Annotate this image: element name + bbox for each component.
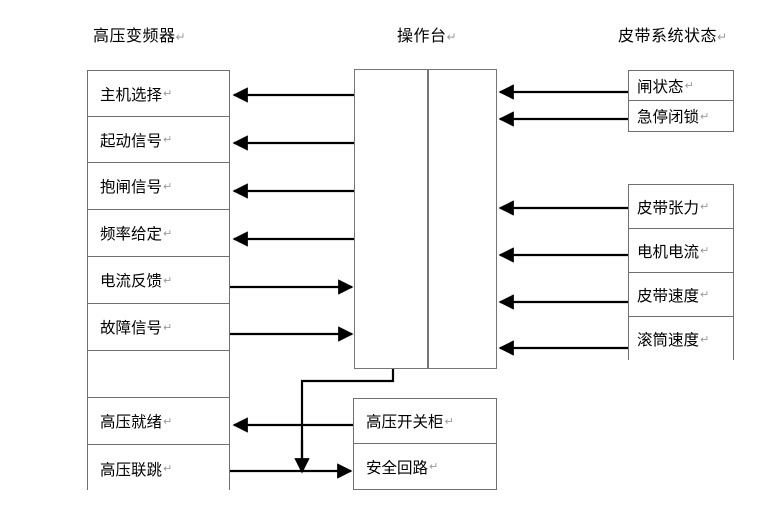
- switchgear-row-1[interactable]: 安全回路↵: [354, 444, 496, 489]
- paragraph-mark-icon: ↵: [163, 133, 173, 146]
- switchgear-row-1-label: 安全回路: [366, 458, 429, 477]
- paragraph-mark-icon: ↵: [163, 226, 173, 240]
- paragraph-mark-icon: ↵: [163, 414, 173, 428]
- console-box[interactable]: [354, 69, 497, 369]
- paragraph-mark-icon: ↵: [684, 79, 694, 92]
- left-row-5[interactable]: 故障信号↵: [88, 304, 229, 351]
- belt-status-row-0-label: 闸状态: [637, 77, 684, 96]
- belt-measure-row-1-label: 电机电流: [637, 242, 700, 261]
- paragraph-mark-icon: ↵: [163, 87, 173, 100]
- left-row-6-spacer: [88, 351, 229, 398]
- paragraph-mark-icon: ↵: [175, 30, 187, 44]
- left-group-title-text: 高压变频器: [93, 26, 176, 45]
- left-row-5-label: 故障信号: [100, 319, 163, 337]
- switchgear-row-0[interactable]: 高压开关柜↵: [354, 399, 496, 444]
- paragraph-mark-icon: ↵: [163, 462, 173, 475]
- belt-measure-row-1[interactable]: 电机电流↵: [629, 229, 733, 273]
- left-row-1[interactable]: 起动信号↵: [88, 117, 229, 163]
- paragraph-mark-icon: ↵: [429, 460, 439, 473]
- belt-measure-row-0[interactable]: 皮带张力↵: [629, 185, 733, 229]
- left-row-8-label: 高压联跳: [100, 460, 163, 479]
- paragraph-mark-icon: ↵: [700, 244, 710, 257]
- paragraph-mark-icon: ↵: [446, 30, 458, 44]
- belt-status-table: 闸状态↵ 急停闭锁↵: [628, 70, 734, 132]
- left-row-3-label: 频率给定: [100, 225, 163, 243]
- belt-status-row-1-label: 急停闭锁: [637, 108, 700, 126]
- left-row-0-label: 主机选择: [100, 85, 163, 104]
- console-divider: [427, 70, 429, 368]
- right-group-title: 皮带系统状态↵: [618, 22, 728, 46]
- switchgear-table: 高压开关柜↵ 安全回路↵: [353, 398, 497, 490]
- right-group-title-text: 皮带系统状态: [618, 26, 718, 45]
- belt-measure-row-2-label: 皮带速度: [637, 286, 700, 305]
- paragraph-mark-icon: ↵: [700, 288, 710, 301]
- left-row-7[interactable]: 高压就绪↵: [88, 398, 229, 445]
- paragraph-mark-icon: ↵: [700, 200, 710, 213]
- left-row-4[interactable]: 电流反馈↵: [88, 257, 229, 304]
- left-row-7-label: 高压就绪: [100, 413, 163, 431]
- paragraph-mark-icon: ↵: [700, 109, 710, 123]
- belt-measure-row-3[interactable]: 滚筒速度↵: [629, 317, 733, 361]
- paragraph-mark-icon: ↵: [163, 179, 173, 193]
- belt-status-row-1[interactable]: 急停闭锁↵: [629, 101, 733, 131]
- left-row-3[interactable]: 频率给定↵: [88, 210, 229, 257]
- center-group-title-text: 操作台: [397, 26, 447, 45]
- belt-measure-row-2[interactable]: 皮带速度↵: [629, 273, 733, 317]
- left-row-2-label: 抱闸信号: [100, 178, 163, 196]
- paragraph-mark-icon: ↵: [444, 414, 454, 428]
- paragraph-mark-icon: ↵: [163, 273, 173, 287]
- left-signal-table: 主机选择↵ 起动信号↵ 抱闸信号↵ 频率给定↵ 电流反馈↵ 故障信号↵ 高压就绪…: [87, 70, 230, 492]
- left-row-8[interactable]: 高压联跳↵: [88, 445, 229, 492]
- left-group-title: 高压变频器↵: [93, 22, 186, 46]
- belt-measure-row-0-label: 皮带张力: [637, 198, 700, 217]
- left-row-1-label: 起动信号: [100, 131, 163, 150]
- left-row-0[interactable]: 主机选择↵: [88, 71, 229, 117]
- paragraph-mark-icon: ↵: [700, 332, 710, 346]
- center-group-title: 操作台↵: [397, 22, 457, 46]
- switchgear-row-0-label: 高压开关柜: [366, 413, 444, 431]
- belt-status-row-0[interactable]: 闸状态↵: [629, 71, 733, 101]
- left-row-4-label: 电流反馈: [100, 272, 163, 290]
- belt-measure-row-3-label: 滚筒速度: [637, 331, 700, 349]
- paragraph-mark-icon: ↵: [163, 320, 173, 334]
- left-row-2[interactable]: 抱闸信号↵: [88, 163, 229, 210]
- paragraph-mark-icon: ↵: [717, 30, 728, 44]
- belt-measure-table: 皮带张力↵ 电机电流↵ 皮带速度↵ 滚筒速度↵: [628, 184, 734, 361]
